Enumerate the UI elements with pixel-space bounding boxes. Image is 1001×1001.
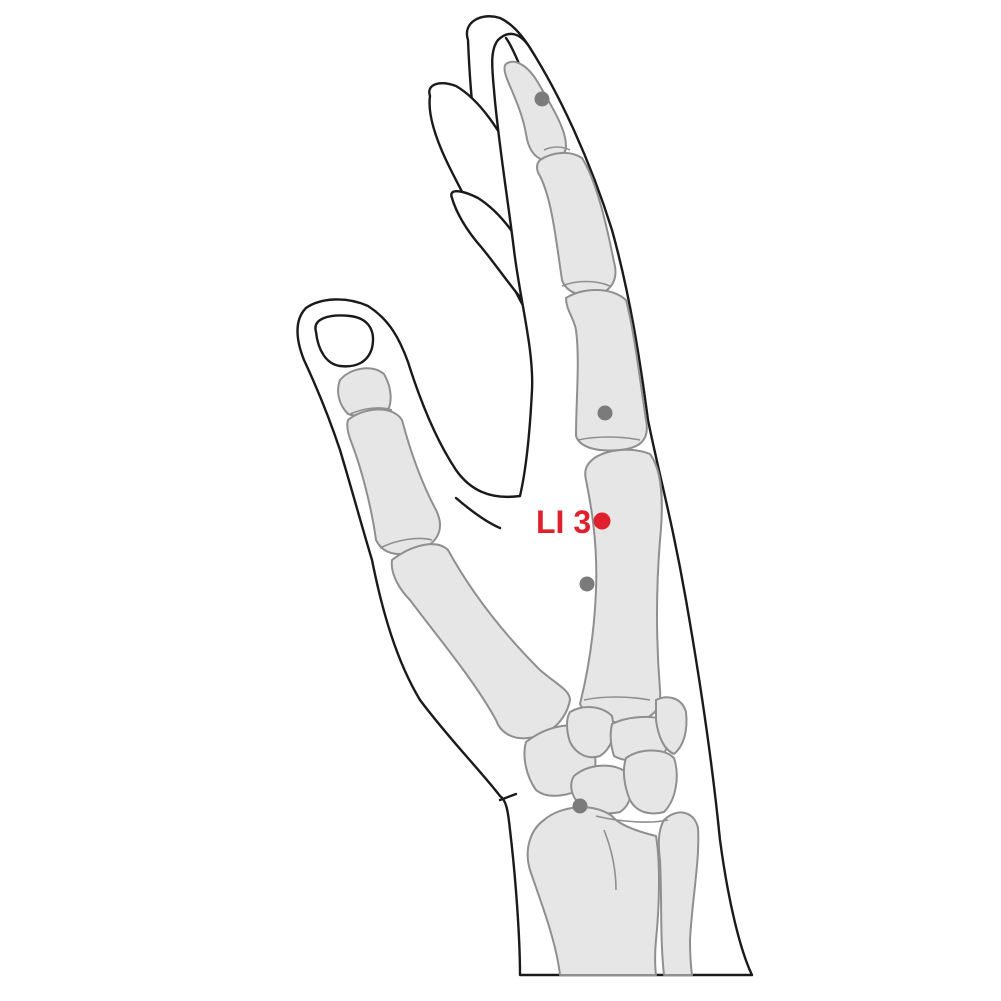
joint-lines <box>349 146 669 891</box>
acupoint-dot <box>579 576 595 592</box>
thumb-nail-outline <box>314 314 375 368</box>
highlighted-acupoint-dot <box>593 512 611 530</box>
radius <box>526 806 660 976</box>
acupoint-dot <box>534 91 550 107</box>
other-acupoints <box>534 91 613 814</box>
carpal-trapezoid <box>566 706 615 759</box>
carpal-hamate <box>655 696 688 755</box>
acupoint-dot <box>597 405 613 421</box>
acupoint-label: LI 3 <box>536 504 592 540</box>
web-crease <box>454 496 502 530</box>
bones <box>337 60 700 976</box>
wrist-crease <box>498 792 518 802</box>
ulna <box>657 811 700 976</box>
index-proximal-phalanx <box>565 289 648 452</box>
carpal-scaphoid <box>570 764 632 815</box>
thumb-metacarpal <box>390 543 571 740</box>
acupoint-dot <box>572 798 588 814</box>
carpal-lunate <box>622 749 678 815</box>
